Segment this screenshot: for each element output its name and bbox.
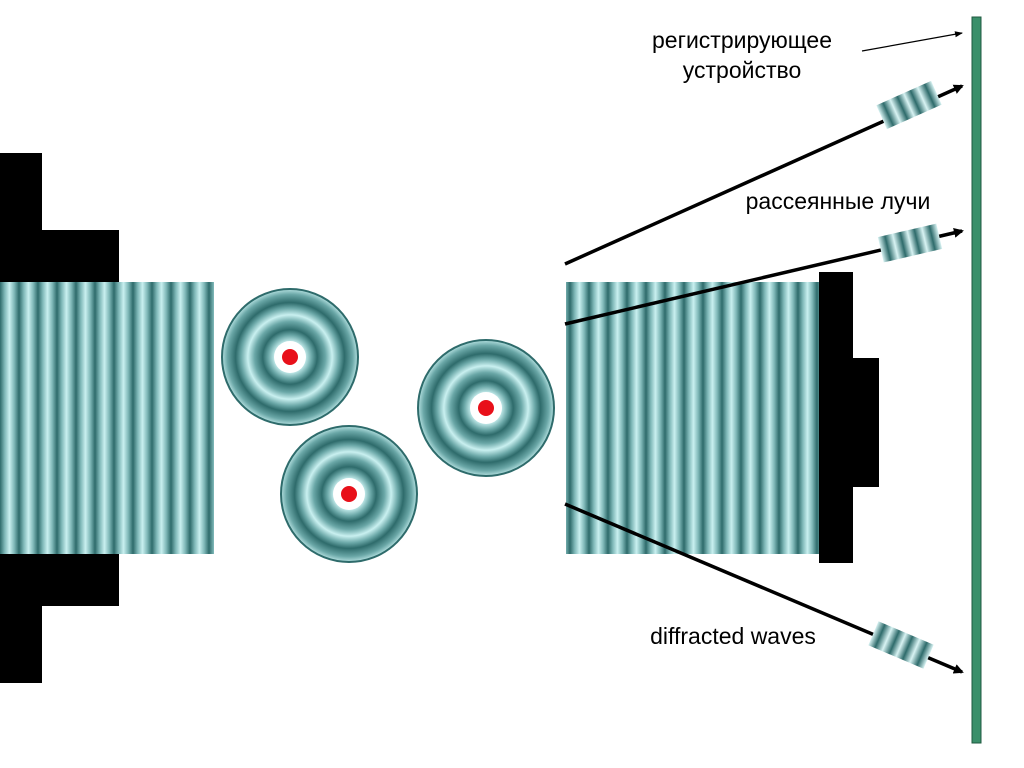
scattering-atom	[280, 425, 418, 563]
incident-wave	[0, 282, 214, 554]
detector-pointer	[861, 31, 963, 52]
scattered-rays-label: рассеянные лучи	[746, 188, 931, 214]
detector-label-line1: регистрирующее	[652, 27, 832, 53]
wave-packet	[868, 621, 934, 669]
wave-packet	[877, 223, 943, 263]
atom-core	[341, 486, 357, 502]
scattering-atom	[417, 339, 555, 477]
transmitted-wave	[566, 282, 821, 554]
atom-core	[282, 349, 298, 365]
detector-label-line2: устройство	[683, 57, 802, 83]
detector-plate	[971, 16, 982, 744]
diffracted-waves-label: diffracted waves	[650, 623, 816, 649]
atom-core	[478, 400, 494, 416]
scattering-atom	[221, 288, 359, 426]
beam-stop-block	[819, 272, 879, 563]
wave-packet	[876, 80, 942, 130]
